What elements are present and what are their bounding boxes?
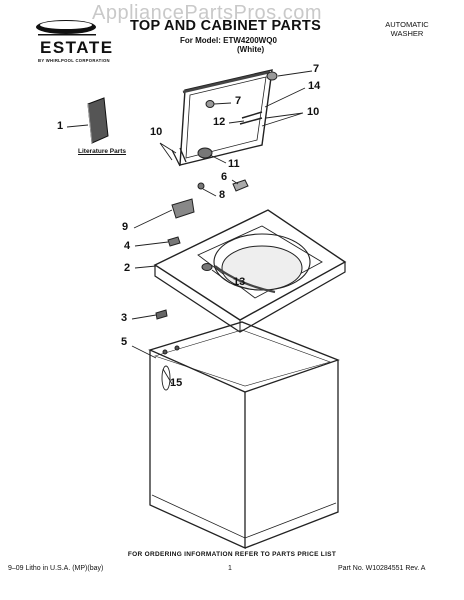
color-line: (White) (237, 45, 265, 54)
callout-14: 14 (308, 80, 321, 92)
clip-icon (167, 236, 181, 247)
litho-note: 9–09 Litho in U.S.A. (MP)(bay) (8, 565, 104, 572)
callout-13: 13 (233, 276, 246, 288)
watermark-text: AppliancePartsPros.com (92, 2, 322, 24)
clip-icon (155, 309, 168, 320)
screw-icon (197, 182, 205, 190)
bumper-icon (266, 71, 278, 81)
product-type: AUTOMATIC WASHER (385, 20, 429, 38)
cabinet-cutout (161, 365, 171, 391)
page-title: TOP AND CABINET PARTS (130, 18, 322, 34)
callout-7-lower: 7 (235, 95, 242, 107)
hinge-icon (197, 147, 213, 159)
callout-7-upper: 7 (313, 63, 320, 75)
leader-lines (66, 70, 313, 385)
callout-6: 6 (221, 171, 228, 183)
callout-1: 1 (57, 120, 64, 132)
literature-parts-label: Literature Parts (78, 148, 127, 155)
brand-subtitle: BY WHIRLPOOL CORPORATION (38, 58, 110, 63)
top-assembly (153, 209, 347, 333)
brand-name: ESTATE (40, 38, 114, 57)
cabinet-assembly (148, 321, 340, 550)
callout-12: 12 (213, 116, 226, 128)
bumper-icon (205, 100, 215, 108)
callout-4: 4 (124, 240, 131, 252)
ordering-info: FOR ORDERING INFORMATION REFER TO PARTS … (127, 551, 337, 558)
lid-switch-icon (171, 198, 195, 219)
callout-11: 11 (228, 158, 240, 170)
callout-3: 3 (121, 312, 128, 324)
page-number: 1 (228, 565, 232, 572)
literature-booklet (87, 97, 109, 144)
callout-5: 5 (121, 336, 128, 348)
bumper-icon (201, 263, 213, 271)
callout-10-left: 10 (150, 126, 163, 138)
callout-2: 2 (124, 262, 131, 274)
callout-10-right: 10 (307, 106, 320, 118)
part-number: Part No. W10284551 Rev. A (338, 565, 426, 572)
model-line: For Model: ETW4200WQ0 (180, 36, 277, 45)
callout-9: 9 (122, 221, 129, 233)
callout-8: 8 (219, 189, 226, 201)
lid-part (171, 69, 278, 167)
callout-15: 15 (170, 377, 183, 389)
